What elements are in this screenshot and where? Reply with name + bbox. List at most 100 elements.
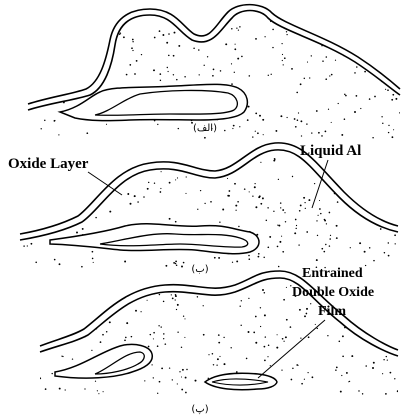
stipple-dot — [380, 48, 381, 49]
stipple-dot — [383, 328, 384, 329]
stipple-dot — [307, 62, 308, 63]
stipple-dot — [282, 54, 283, 55]
stipple-dot — [103, 391, 104, 392]
stipple-dot — [163, 338, 164, 339]
stipple-dot — [306, 308, 308, 310]
stipple-dot — [351, 355, 353, 357]
stipple-dot — [356, 17, 358, 19]
stipple-dot — [239, 164, 240, 165]
stipple-dot — [93, 262, 94, 263]
stipple-dot — [372, 137, 373, 138]
stipple-dot — [73, 32, 74, 33]
stipple-dot — [97, 34, 99, 36]
stipple-dot — [331, 74, 333, 76]
stipple-dot — [233, 125, 235, 127]
stipple-dot — [255, 38, 257, 40]
stipple-dot — [354, 111, 356, 113]
stipple-dot — [258, 256, 260, 258]
stipple-dot — [397, 390, 399, 392]
stipple-dot — [35, 262, 37, 264]
stipple-dot — [319, 200, 320, 201]
stipple-dot — [27, 245, 28, 246]
stipple-dot — [123, 161, 125, 163]
stipple-dot — [160, 191, 162, 193]
stipple-dot — [145, 12, 147, 14]
stipple-dot — [341, 375, 342, 376]
stipple-dot — [127, 291, 129, 293]
stipple-dot — [131, 47, 133, 49]
stipple-dot — [304, 78, 305, 79]
stipple-dot — [60, 149, 62, 151]
stipple-dot — [254, 183, 255, 184]
stipple-dot — [185, 392, 187, 394]
stipple-dot — [388, 242, 389, 243]
stipple-dot — [118, 181, 119, 182]
stipple-dot — [186, 369, 187, 370]
stipple-dot — [329, 212, 331, 214]
stipple-dot — [338, 103, 339, 104]
stipple-dot — [388, 255, 390, 257]
stipple-dot — [223, 337, 224, 338]
stipple-dot — [89, 200, 90, 201]
stipple-dot — [249, 75, 251, 77]
stipple-dot — [240, 306, 241, 307]
stipple-dot — [321, 248, 323, 250]
stipple-dot — [127, 150, 128, 151]
stipple-dot — [327, 335, 328, 336]
stipple-dot — [244, 188, 246, 190]
panel-c-caption: (پ) — [191, 404, 208, 415]
stipple-dot — [354, 72, 356, 74]
stipple-dot — [108, 166, 110, 168]
stipple-dot — [341, 134, 343, 136]
stipple-dot — [144, 380, 145, 381]
stipple-dot — [387, 349, 388, 350]
stipple-dot — [54, 259, 56, 261]
stipple-dot — [263, 134, 264, 135]
stipple-dot — [56, 344, 57, 345]
stipple-dot — [154, 183, 155, 184]
stipple-dot — [298, 365, 299, 366]
stipple-dot — [55, 12, 56, 13]
stipple-dot — [165, 265, 167, 267]
stipple-dot — [248, 331, 250, 333]
stipple-dot — [159, 294, 160, 295]
stipple-dot — [175, 221, 177, 223]
stipple-dot — [351, 327, 353, 329]
stipple-dot — [171, 294, 172, 295]
stipple-dot — [337, 20, 339, 22]
panel-a-caption: (الف) — [193, 123, 217, 134]
stipple-dot — [382, 279, 383, 280]
stipple-dot — [27, 68, 28, 69]
stipple-dot — [307, 372, 308, 373]
stipple-dot — [239, 26, 240, 27]
stipple-dot — [329, 75, 330, 76]
stipple-dot — [315, 324, 316, 325]
stipple-dot — [344, 118, 346, 120]
stipple-dot — [34, 64, 35, 65]
stipple-dot — [84, 310, 85, 311]
stipple-dot — [81, 266, 83, 268]
stipple-dot — [42, 341, 44, 343]
stipple-dot — [217, 358, 219, 360]
stipple-dot — [390, 158, 391, 159]
stipple-dot — [235, 210, 236, 211]
stipple-dot — [298, 244, 299, 245]
stipple-dot — [285, 221, 286, 222]
stipple-dot — [124, 261, 126, 263]
stipple-dot — [314, 163, 315, 164]
stipple-dot — [168, 55, 170, 57]
stipple-dot — [352, 11, 354, 13]
stipple-dot — [157, 393, 158, 394]
stipple-dot — [227, 178, 228, 179]
stipple-dot — [177, 383, 178, 384]
stipple-dot — [106, 331, 108, 333]
stipple-dot — [286, 117, 287, 118]
stipple-dot — [177, 304, 179, 306]
stipple-dot — [308, 199, 310, 201]
stipple-dot — [159, 30, 161, 32]
stipple-dot — [322, 60, 324, 62]
stipple-dot — [55, 185, 56, 186]
stipple-dot — [277, 246, 279, 248]
stipple-dot — [168, 33, 170, 35]
stipple-dot — [309, 77, 310, 78]
